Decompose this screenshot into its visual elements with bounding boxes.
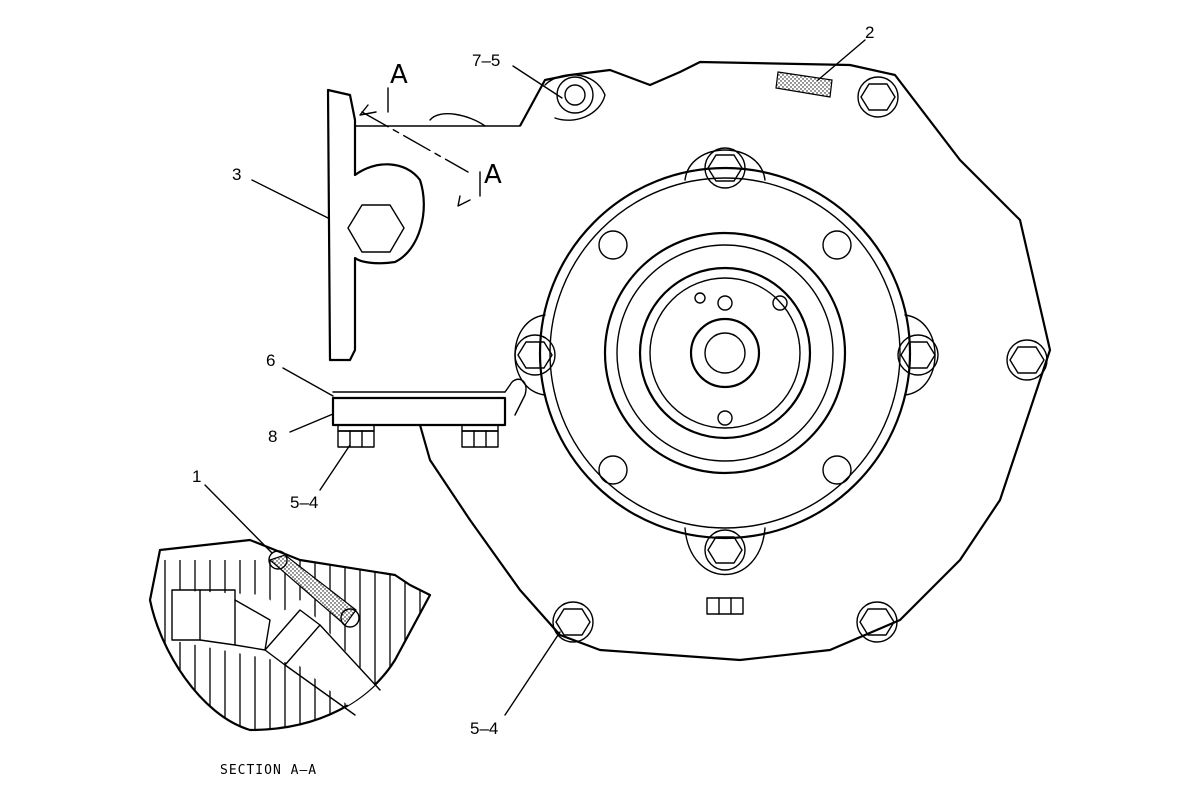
section-caption: SECTION A–A [220,763,318,778]
bracket-outline [326,88,425,362]
flange-outer [538,166,912,540]
section-marker-a-top: A [390,60,408,90]
section-arrow-bottom [457,171,481,207]
section-marker-a-bottom: A [484,160,502,190]
plate-bolt-right [461,424,499,448]
callout-5-4-bottom: 5–4 [470,719,499,738]
leader-lines [204,39,866,716]
plate-bolt-left [337,424,375,448]
plate-upper-edge [504,378,527,416]
flange-ring-2 [616,244,834,462]
housing-outline [418,60,1052,662]
callout-2: 2 [865,23,875,42]
callout-5-4-top: 5–4 [290,493,319,512]
section-line [361,111,469,173]
callout-8: 8 [268,427,278,446]
section-arrow-top [359,87,389,116]
callout-7-5: 7–5 [472,51,501,70]
flange-bolts [514,147,939,571]
flange-outer-inner [549,177,901,529]
callout-1: 1 [192,467,202,486]
spacer-plate [331,396,507,427]
flange-holes [598,230,852,485]
seal-ring-top [775,71,833,98]
flange-ring-3 [638,266,812,440]
dipstick-clip [429,113,486,127]
flange-ring-4 [649,277,801,429]
flange-lobe-bottom [684,527,766,576]
bracket-hex-bolt [347,204,405,253]
boss-outline [544,74,606,121]
flange-lobe-top [684,149,766,181]
shaft-bore [704,332,746,374]
callout-3: 3 [232,165,242,184]
callout-6: 6 [266,351,276,370]
section-view [148,538,432,732]
shaft-outer [689,317,761,389]
flange-ring-1 [603,231,847,475]
